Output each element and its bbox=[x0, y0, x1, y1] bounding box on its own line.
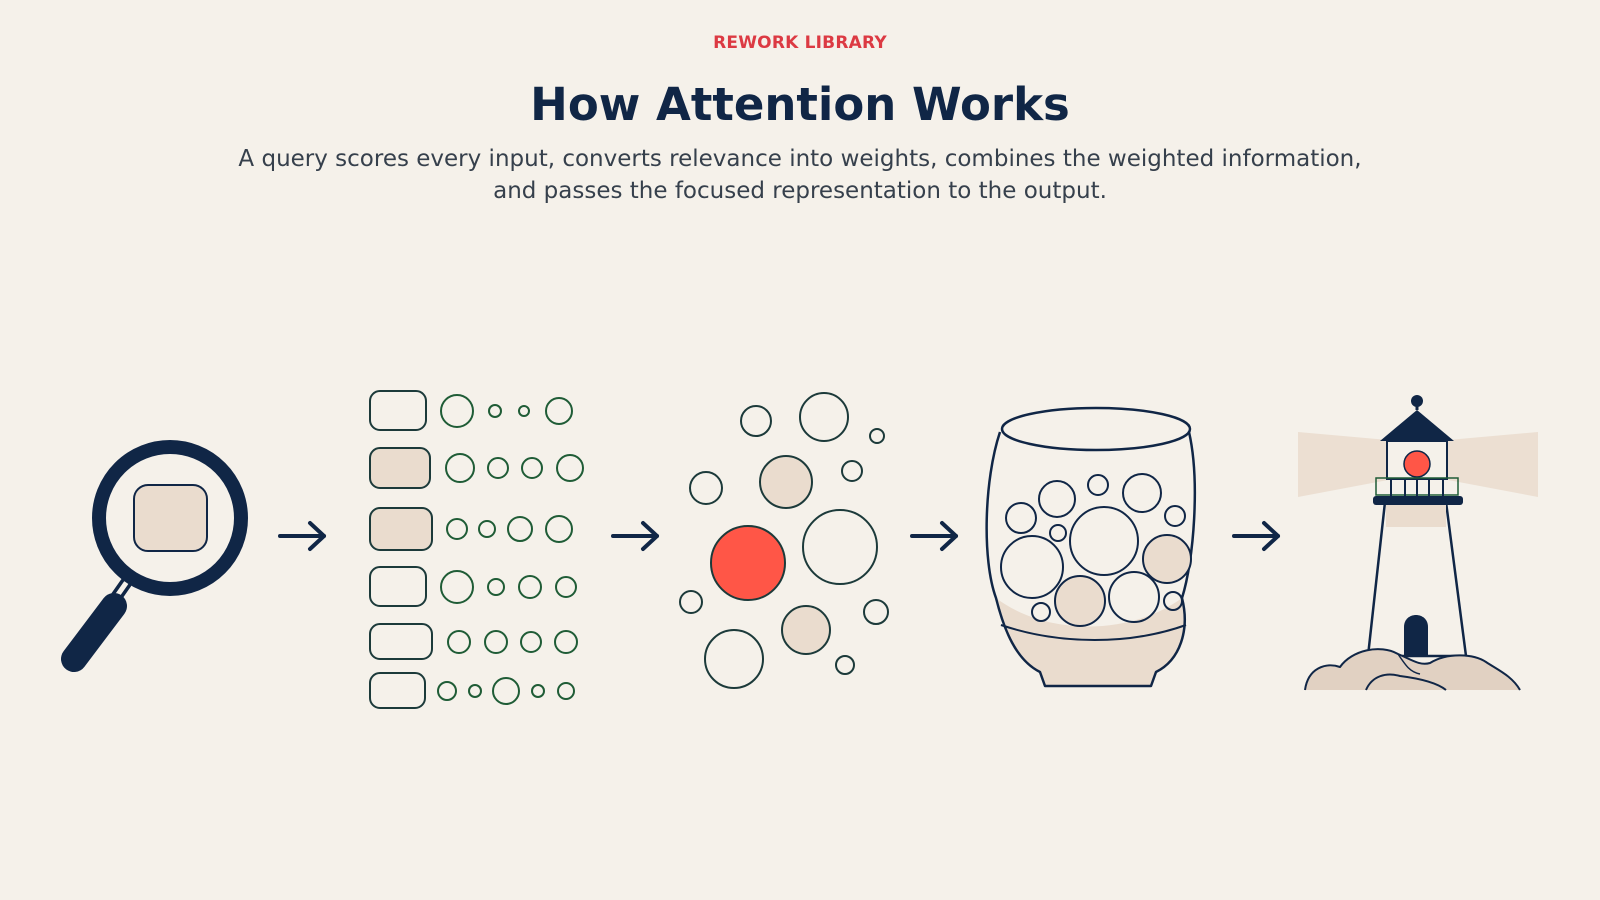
page-title: How Attention Works bbox=[530, 78, 1070, 131]
mixing-vessel-icon bbox=[985, 406, 1197, 688]
score-row bbox=[369, 390, 573, 431]
eyebrow-label: REWORK LIBRARY bbox=[713, 33, 887, 53]
magnifying-glass-icon bbox=[61, 440, 248, 672]
score-row bbox=[369, 623, 578, 660]
weighted-bubbles-icon bbox=[679, 392, 889, 689]
lighthouse-icon bbox=[1298, 395, 1538, 691]
subtitle-line-2: and passes the focused representation to… bbox=[493, 178, 1107, 204]
score-rows-icon bbox=[369, 390, 584, 709]
arrow-right-icon bbox=[910, 521, 958, 551]
score-row bbox=[369, 507, 573, 551]
arrow-right-icon bbox=[278, 521, 326, 551]
score-row bbox=[369, 672, 575, 709]
score-row bbox=[369, 447, 584, 489]
arrow-right-icon bbox=[611, 521, 659, 551]
page-subtitle: A query scores every input, converts rel… bbox=[200, 143, 1400, 207]
subtitle-line-1: A query scores every input, converts rel… bbox=[238, 146, 1362, 172]
arrow-right-icon bbox=[1232, 521, 1280, 551]
score-row bbox=[369, 566, 577, 607]
